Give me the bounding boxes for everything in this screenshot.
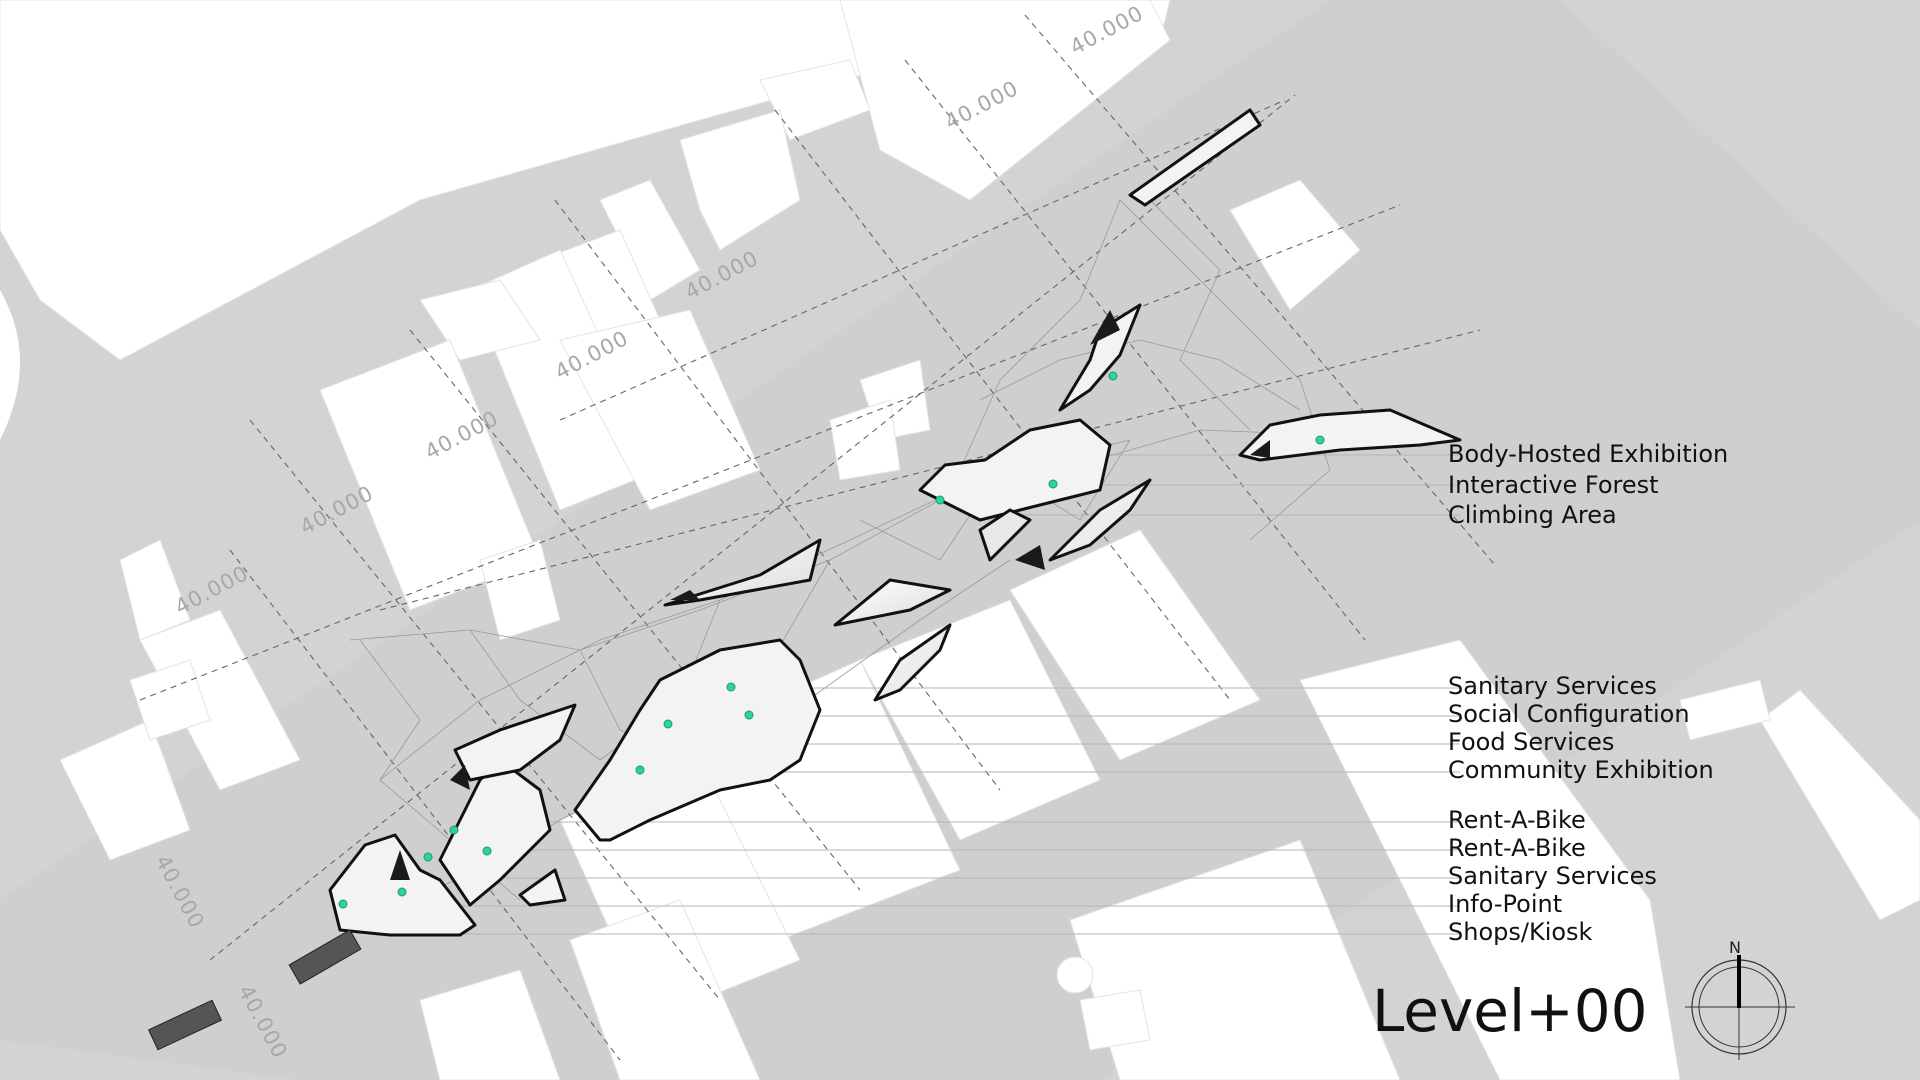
dim-label-3: 40.000 <box>681 246 762 305</box>
pavilion-wedge-1 <box>663 538 822 607</box>
legend-item: Interactive Forest <box>1448 471 1659 499</box>
pavilion-southwest-upper <box>453 703 577 782</box>
dim-label-6: 40.000 <box>296 481 377 540</box>
pavilion-exhibition <box>1238 408 1462 462</box>
pavilion-climbing <box>1048 478 1152 562</box>
dim-label-7: 40.000 <box>171 561 252 620</box>
vehicles <box>147 929 362 1051</box>
pavilion-south <box>328 833 477 937</box>
curved-plaza <box>0 290 20 440</box>
pavilion-north-arm <box>1058 303 1142 412</box>
legend-item: Info-Point <box>1448 890 1563 918</box>
legend-item: Climbing Area <box>1448 501 1617 529</box>
legend-item: Body-Hosted Exhibition <box>1448 440 1729 468</box>
legend-item: Social Configuration <box>1448 700 1690 728</box>
legend-item: Rent-A-Bike <box>1448 834 1586 862</box>
pavilion-community <box>573 638 822 842</box>
legend-item: Shops/Kiosk <box>1448 918 1593 946</box>
north-arrow-icon <box>1685 955 1795 1060</box>
pavilion-sliver-1 <box>518 868 567 907</box>
legend-item: Sanitary Services <box>1448 862 1657 890</box>
legend-item: Sanitary Services <box>1448 672 1657 700</box>
pavilions <box>328 108 1462 937</box>
level-title: Level+00 <box>1372 977 1648 1045</box>
pavilion-wedge-2 <box>833 578 952 627</box>
legend-item: Community Exhibition <box>1448 756 1714 784</box>
north-label: N <box>1729 938 1741 957</box>
legend-item: Food Services <box>1448 728 1615 756</box>
legend-item: Rent-A-Bike <box>1448 806 1586 834</box>
activity-markers <box>338 371 1325 909</box>
pavilion-bridge <box>1128 108 1262 207</box>
pavilion-wedge-3 <box>873 623 952 702</box>
grid-lines <box>139 14 1496 1061</box>
pavilion-forest <box>918 418 1112 522</box>
pavilion-shadows <box>390 310 1270 880</box>
pavilion-wedge-4 <box>978 508 1032 562</box>
